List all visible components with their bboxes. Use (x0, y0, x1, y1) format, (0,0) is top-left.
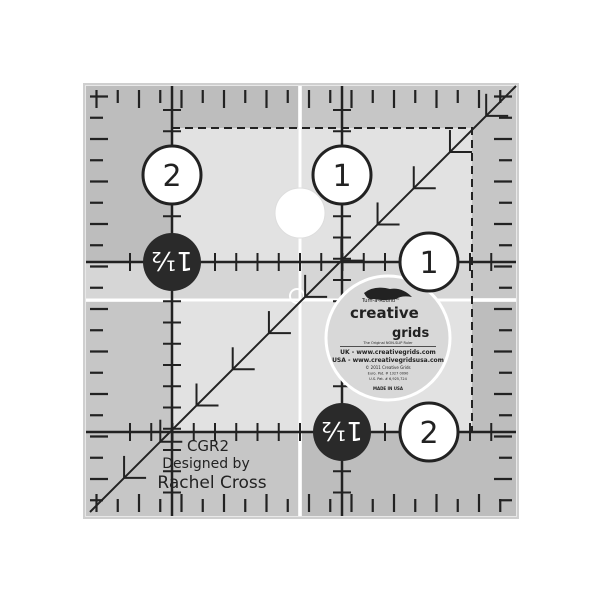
logo-disc: Turn-a-Round™ creative grids The Origina… (324, 274, 452, 402)
hanging-hole (274, 187, 326, 239)
logo-subtitle: The Original NON-SLIP Ruler (362, 341, 413, 345)
diagonal-ticks (123, 93, 509, 479)
svg-text:1½: 1½ (321, 415, 363, 445)
svg-text:2: 2 (419, 416, 438, 451)
logo-euro-patent: Euro. Pat. # 1327 0090 (368, 372, 409, 376)
designer-name: Rachel Cross (157, 473, 266, 493)
svg-text:1½: 1½ (151, 245, 193, 275)
fox-icon (364, 287, 412, 300)
logo-brand-2: grids (392, 326, 429, 341)
marker-2-top-left: 2 (141, 144, 203, 206)
logo-made-in: MADE IN USA (373, 386, 404, 391)
marker-1-half-left: 1½ (143, 233, 201, 291)
logo-us-patent: U.S. Pat. # 6,925,724 (369, 377, 407, 381)
logo-tagline: Turn-a-Round™ (361, 298, 400, 304)
svg-text:1: 1 (419, 246, 438, 281)
svg-text:1: 1 (332, 159, 351, 194)
marker-2-bottom-right: 2 (398, 401, 460, 463)
logo-copyright: © 2011 Creative Grids (365, 365, 410, 370)
logo-brand-1: creative (350, 304, 419, 322)
designed-by-label: Designed by (162, 456, 249, 472)
marker-1-right: 1 (398, 231, 460, 293)
logo-uk-url: UK - www.creativegrids.com (340, 349, 436, 356)
svg-text:2: 2 (162, 159, 181, 194)
marker-1-half-bottom: 1½ (313, 403, 371, 461)
marker-1-top: 1 (311, 144, 373, 206)
model-number: CGR2 (187, 437, 229, 455)
logo-usa-url: USA - www.creativegridsusa.com (332, 357, 444, 364)
center-mark (289, 288, 305, 304)
